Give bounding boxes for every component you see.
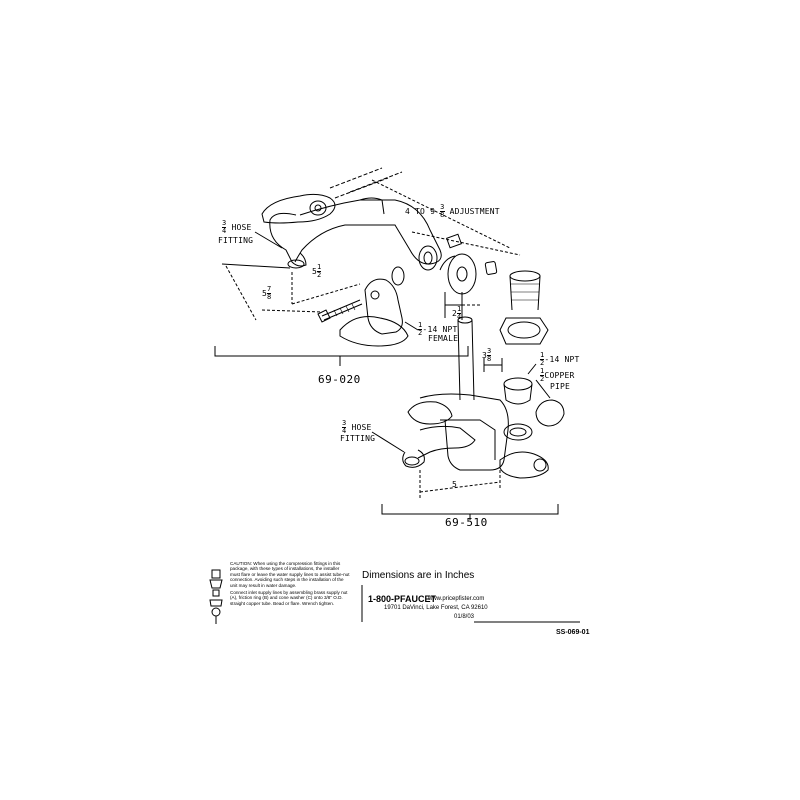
document-number: SS-069-01	[556, 629, 590, 636]
top-faucet-assembly	[214, 167, 521, 366]
address: 19701 DaVinci, Lake Forest, CA 92610	[384, 605, 488, 611]
dimension-5: 5	[452, 480, 458, 489]
website: www.pricepfister.com	[428, 596, 485, 602]
pipe-label: PIPE	[550, 382, 571, 391]
female-label: FEMALE	[428, 334, 459, 343]
date: 01/8/03	[454, 614, 475, 620]
caution-pictograms	[209, 569, 223, 624]
bottom-faucet-assembly	[371, 270, 565, 520]
phone-number: 1-800-PFAUCET	[368, 594, 437, 604]
fitting-label-bottom: FITTING	[340, 434, 376, 443]
dimensions-note: Dimensions are in Inches	[362, 570, 475, 581]
caution-title: CAUTION:	[230, 561, 252, 566]
fitting-label-top: FITTING	[218, 236, 254, 245]
caution-text: When using the compression fittings in t…	[230, 561, 350, 588]
caution-block: CAUTION: When using the compression fitt…	[230, 561, 350, 608]
model-number-top: 69-020	[318, 373, 361, 386]
model-number-bottom: 69-510	[445, 516, 488, 529]
caution-text-2: Connect inlet supply lines by assembling…	[230, 590, 348, 606]
